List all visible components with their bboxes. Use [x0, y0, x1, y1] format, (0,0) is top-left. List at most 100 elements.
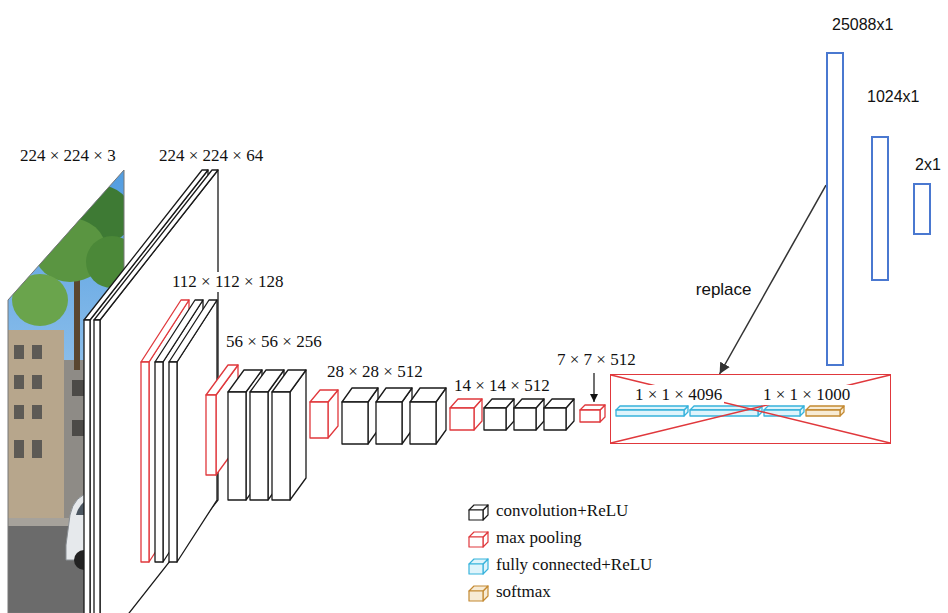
conv-block-face — [484, 408, 506, 430]
conv-block — [410, 388, 446, 444]
conv-block-face — [342, 388, 378, 402]
dimension-label: 112 × 112 × 128 — [170, 272, 285, 292]
fc-block — [616, 406, 688, 416]
softmax-block-face — [469, 586, 488, 591]
pool-block-face — [450, 399, 482, 408]
conv-block-face — [469, 505, 488, 510]
pool-block-face — [469, 537, 483, 547]
conv-block-face — [84, 320, 90, 613]
legend-text: fully connected+ReLU — [496, 555, 652, 575]
photo-window — [72, 420, 84, 436]
conv-block — [94, 170, 218, 613]
photo-window — [14, 440, 24, 458]
pool-block-face — [580, 410, 600, 422]
conv-block — [272, 370, 306, 500]
conv-block-face — [469, 510, 483, 520]
conv-block-face — [484, 399, 514, 408]
dimension-label: 224 × 224 × 64 — [157, 146, 265, 166]
conv-block — [544, 399, 574, 430]
legend-icon — [466, 529, 490, 551]
conv-block-face — [169, 300, 217, 362]
photo-building — [8, 330, 64, 530]
conv-block-face — [342, 402, 368, 444]
size-label: 1024x1 — [867, 88, 920, 106]
conv-block — [169, 300, 217, 562]
layer-size-label: 1 × 1 × 1000 — [761, 385, 852, 405]
legend-text: max pooling — [496, 528, 581, 548]
conv-block-face — [514, 399, 544, 408]
fc-block-face — [616, 410, 684, 416]
leader-arrow — [593, 373, 594, 402]
pool-block — [469, 532, 488, 547]
edge-label: replace — [694, 280, 754, 300]
fc-block-face — [469, 559, 488, 564]
conv-block-face — [155, 362, 163, 562]
fc-block — [469, 559, 488, 574]
conv-block-face — [514, 408, 536, 430]
photo-window — [14, 405, 24, 419]
legend-entry: convolution+ReLU — [466, 501, 598, 523]
photo-window — [14, 375, 24, 389]
dimension-label: 28 × 28 × 512 — [325, 362, 425, 382]
conv-block — [376, 388, 412, 444]
conv-block-face — [250, 392, 268, 500]
dimension-label: 7 × 7 × 512 — [555, 350, 638, 370]
pool-block-face — [469, 532, 488, 537]
conv-block-face — [94, 320, 100, 613]
conv-block-face — [376, 388, 412, 402]
softmax-block — [469, 586, 488, 601]
cross-line — [611, 375, 890, 443]
conv-block-face — [544, 399, 574, 408]
conv-block — [514, 399, 544, 430]
conv-block-face — [272, 370, 306, 392]
photo-window — [32, 345, 42, 359]
dimension-label: 14 × 14 × 512 — [452, 376, 552, 396]
pool-block-face — [310, 402, 328, 438]
legend-entry: max pooling — [466, 528, 551, 550]
softmax-block — [806, 406, 844, 416]
photo-window — [14, 345, 24, 359]
dimension-label: 56 × 56 × 256 — [224, 332, 324, 352]
softmax-block-face — [469, 591, 483, 601]
legend-icon — [466, 502, 490, 524]
pool-block-face — [580, 405, 605, 410]
legend-text: convolution+ReLU — [496, 501, 628, 521]
pool-block-face — [206, 395, 216, 475]
conv-block-face — [94, 170, 218, 320]
replaced-layers-box: 1 × 1 × 4096 1 × 1 × 1000 — [610, 374, 891, 444]
feature-bar: 1024x1 — [871, 136, 889, 281]
legend-entry: fully connected+ReLU — [466, 555, 622, 577]
size-label: 25088x1 — [832, 16, 893, 34]
pool-block — [580, 405, 605, 422]
size-label: 2x1 — [915, 156, 941, 174]
conv-block — [469, 505, 488, 520]
legend-icon — [466, 556, 490, 578]
pool-block-face — [310, 390, 338, 402]
conv-block — [342, 388, 378, 444]
feature-bar: 25088x1 — [826, 52, 844, 366]
dimension-label: 224 × 224 × 3 — [18, 146, 118, 166]
photo-window — [32, 440, 42, 458]
pool-block — [310, 390, 338, 438]
pool-block-face — [141, 362, 149, 562]
conv-block-face — [272, 392, 290, 500]
layer-size-label: 1 × 1 × 4096 — [633, 385, 724, 405]
pool-block-face — [450, 408, 474, 430]
conv-block-face — [410, 388, 446, 402]
conv-block — [484, 399, 514, 430]
cross-line — [611, 375, 890, 443]
legend-text: softmax — [496, 582, 551, 602]
fc-block — [764, 406, 804, 416]
conv-block-face — [376, 402, 402, 444]
photo-tree — [12, 274, 68, 326]
conv-block-face — [169, 362, 177, 562]
softmax-block-face — [806, 410, 840, 416]
feature-bar: 2x1 — [913, 183, 931, 235]
photo-window — [32, 405, 42, 419]
pool-block — [450, 399, 482, 430]
conv-block-face — [228, 392, 246, 500]
fc-block-face — [469, 564, 483, 574]
